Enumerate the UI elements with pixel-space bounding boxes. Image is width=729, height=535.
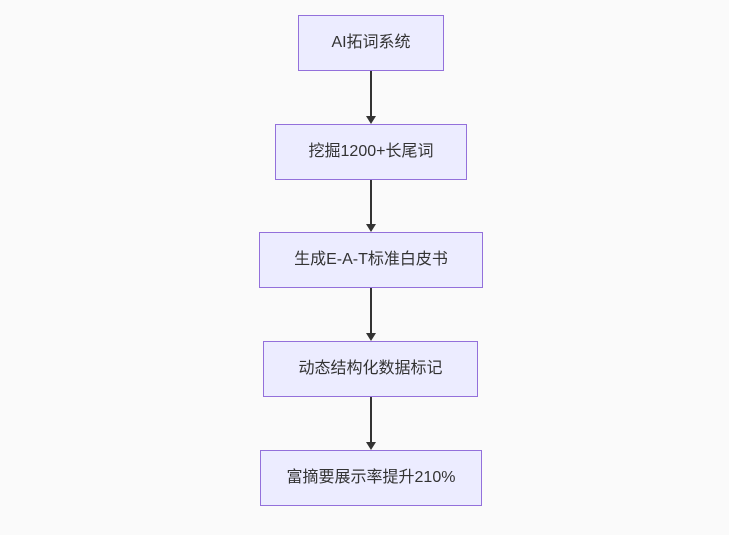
flow-node-ai-word-expansion-system: AI拓词系统 bbox=[298, 15, 444, 71]
flow-arrow-1 bbox=[366, 71, 376, 124]
flow-arrow-2 bbox=[366, 180, 376, 232]
node-label: 挖掘1200+长尾词 bbox=[308, 143, 434, 160]
node-label: 动态结构化数据标记 bbox=[298, 360, 443, 377]
flow-node-rich-snippet-rate-increase: 富摘要展示率提升210% bbox=[260, 450, 482, 506]
arrow-line bbox=[370, 397, 372, 442]
flow-node-longtail-keyword-mining: 挖掘1200+长尾词 bbox=[275, 124, 467, 180]
flow-node-dynamic-structured-data-markup: 动态结构化数据标记 bbox=[263, 341, 478, 397]
arrowhead-down-icon bbox=[366, 333, 376, 341]
arrowhead-down-icon bbox=[366, 116, 376, 124]
arrow-line bbox=[370, 71, 372, 116]
arrowhead-down-icon bbox=[366, 224, 376, 232]
arrowhead-down-icon bbox=[366, 442, 376, 450]
node-label: 生成E-A-T标准白皮书 bbox=[294, 251, 448, 268]
flow-arrow-3 bbox=[366, 288, 376, 341]
arrow-line bbox=[370, 288, 372, 333]
node-label: 富摘要展示率提升210% bbox=[286, 469, 456, 486]
arrow-line bbox=[370, 180, 372, 224]
node-label: AI拓词系统 bbox=[331, 34, 411, 51]
flow-arrow-4 bbox=[366, 397, 376, 450]
flow-node-eat-whitepaper-generation: 生成E-A-T标准白皮书 bbox=[259, 232, 483, 288]
